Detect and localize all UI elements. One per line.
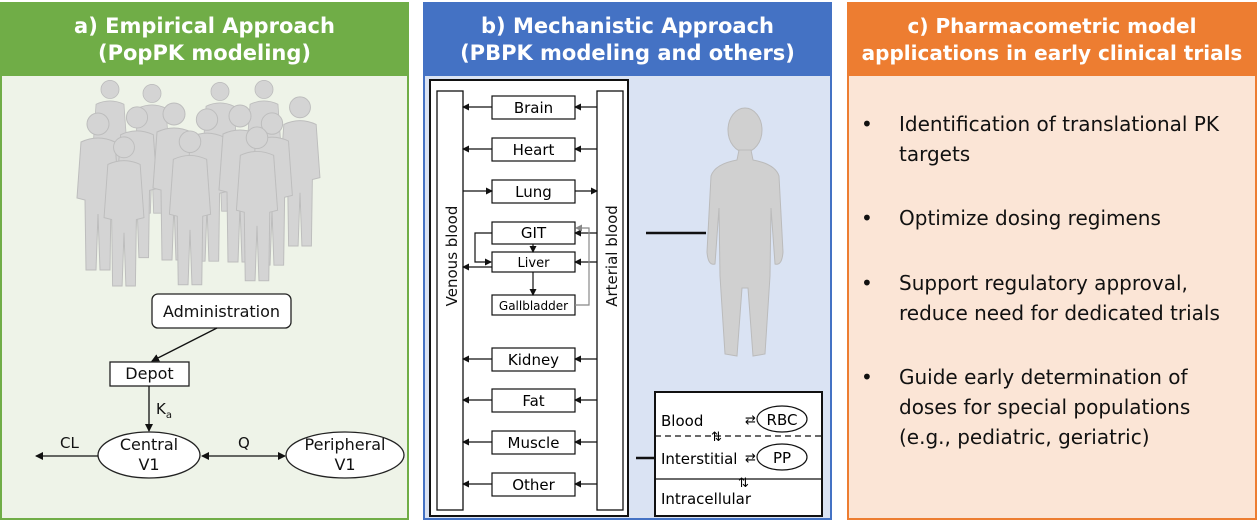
- rbc-label: RBC: [767, 411, 798, 429]
- list-item-line: Identification of translational PK: [899, 112, 1220, 136]
- panel-c-title-line2: applications in early clinical trials: [861, 41, 1243, 65]
- tissue-blood-label: Blood: [661, 412, 703, 430]
- bullet-icon: •: [861, 271, 873, 295]
- central-label-line1: Central: [120, 435, 178, 454]
- panel-mechanistic-approach: b) Mechanistic Approach (PBPK modeling a…: [423, 2, 832, 520]
- peripheral-label-line2: V1: [334, 455, 355, 474]
- list-item-line: Optimize dosing regimens: [899, 206, 1161, 230]
- organ-heart: Heart: [462, 137, 597, 162]
- ka-label: Ka: [156, 400, 172, 421]
- panel-a-title-line2: (PopPK modeling): [98, 41, 311, 65]
- organ-brain-label: Brain: [514, 99, 553, 117]
- pp-ellipse: [756, 443, 808, 471]
- panel-a-title-line1: a) Empirical Approach: [74, 14, 335, 38]
- venous-blood-label: Venous blood: [443, 206, 461, 307]
- organ-muscle: Muscle: [462, 430, 597, 455]
- panel-b-title-line1: b) Mechanistic Approach: [481, 14, 774, 38]
- organ-fat: Fat: [462, 388, 597, 413]
- panel-c-body: • Identification of translational PK tar…: [849, 76, 1255, 518]
- panel-pharmacometric-applications: c) Pharmacometric model applications in …: [847, 2, 1257, 520]
- organ-kidney-label: Kidney: [508, 351, 559, 369]
- organ-kidney: Kidney: [462, 347, 597, 372]
- interstitial-intracellular-exchange-icon: ⇅: [738, 476, 749, 491]
- bullet-icon: •: [861, 365, 873, 389]
- organ-gallbladder-label: Gallbladder: [499, 299, 568, 313]
- pbpk-diagram: Venous blood Arterial blood Brain Heart …: [429, 79, 823, 517]
- list-item-line: Guide early determination of: [899, 365, 1188, 389]
- bullet-icon: •: [861, 206, 873, 230]
- list-item-text: Identification of translational PK targe…: [899, 109, 1247, 169]
- organ-other-label: Other: [512, 476, 555, 494]
- rbc-exchange-icon: ⇄: [745, 413, 756, 428]
- q-label: Q: [238, 434, 250, 452]
- list-item-line: Support regulatory approval,: [899, 271, 1188, 295]
- organ-lung: Lung: [463, 179, 598, 204]
- organ-lung-label: Lung: [515, 183, 552, 201]
- list-item-text: Guide early determination of doses for s…: [899, 362, 1247, 452]
- pp-exchange-icon: ⇄: [745, 451, 756, 466]
- organ-gallbladder: Gallbladder: [491, 224, 590, 316]
- panel-b-header: b) Mechanistic Approach (PBPK modeling a…: [425, 4, 830, 76]
- panel-empirical-approach: a) Empirical Approach (PopPK modeling): [0, 2, 409, 520]
- list-item-line: (e.g., pediatric, geriatric): [899, 425, 1150, 449]
- depot-label: Depot: [125, 364, 173, 383]
- human-body-icon: [706, 107, 784, 357]
- bullet-icon: •: [861, 112, 873, 136]
- organ-brain: Brain: [462, 95, 597, 120]
- peripheral-compartment: [285, 431, 405, 479]
- cl-label: CL: [60, 434, 79, 452]
- peripheral-label-line1: Peripheral: [305, 435, 386, 454]
- organ-fat-label: Fat: [522, 392, 544, 410]
- organ-other: Other: [462, 472, 597, 497]
- list-item-text: Optimize dosing regimens: [899, 203, 1247, 233]
- tissue-compartment-inset: Blood RBC ⇄ ⇅ Interstitial PP ⇄ ⇅ Intrac…: [654, 391, 823, 517]
- panel-b-body: Venous blood Arterial blood Brain Heart …: [425, 76, 830, 518]
- arterial-blood-label: Arterial blood: [603, 205, 621, 307]
- git-to-liver-arrow: [474, 232, 492, 266]
- panel-a-header: a) Empirical Approach (PopPK modeling): [2, 4, 407, 76]
- list-item-line: reduce need for dedicated trials: [899, 301, 1220, 325]
- arterial-blood-column: [596, 90, 624, 511]
- administration-to-depot-arrow: [151, 327, 218, 362]
- organ-git-label: GIT: [521, 224, 547, 242]
- organ-git: GIT: [474, 221, 597, 266]
- central-label-line2: V1: [138, 455, 159, 474]
- organ-liver: Liver: [462, 244, 597, 273]
- organ-liver-label: Liver: [518, 256, 551, 271]
- ka-subscript: a: [166, 410, 172, 421]
- administration-label: Administration: [163, 302, 280, 321]
- ka-main: K: [156, 400, 167, 418]
- panel-a-body: Administration Depot Ka Central V1 CL Q …: [2, 76, 407, 518]
- panel-b-title-line2: (PBPK modeling and others): [460, 41, 795, 65]
- list-item-line: doses for special populations: [899, 395, 1191, 419]
- pp-label: PP: [773, 449, 791, 467]
- tissue-intracellular-label: Intracellular: [661, 490, 752, 508]
- list-item-text: Support regulatory approval, reduce need…: [899, 268, 1247, 328]
- administration-box: [151, 293, 292, 329]
- tissue-interstitial-label: Interstitial: [661, 450, 737, 468]
- popPK-diagram: Administration Depot Ka Central V1 CL Q …: [35, 80, 405, 479]
- central-compartment: [97, 431, 201, 479]
- organ-heart-label: Heart: [513, 141, 555, 159]
- organ-muscle-label: Muscle: [508, 434, 560, 452]
- blood-interstitial-exchange-icon: ⇅: [711, 430, 722, 445]
- panel-c-header: c) Pharmacometric model applications in …: [849, 4, 1255, 76]
- venous-blood-column: [436, 90, 464, 511]
- list-item-line: targets: [899, 142, 971, 166]
- rbc-ellipse: [756, 405, 808, 433]
- panel-c-title-line1: c) Pharmacometric model: [907, 14, 1197, 38]
- population-crowd-icon: [76, 80, 321, 287]
- gallbladder-to-git-arrow: [575, 224, 590, 306]
